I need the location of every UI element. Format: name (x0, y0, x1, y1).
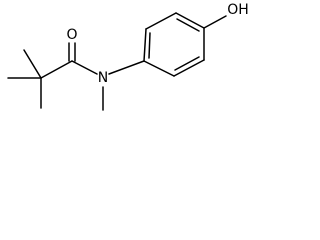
bond-nitrogen-to-ring (108, 60, 145, 75)
nitrogen-label: N (98, 70, 108, 86)
ring-bond-2 (145, 12, 177, 30)
ring-bond-3-inner (176, 18, 200, 32)
ring-bond-3 (175, 12, 205, 29)
hydroxyl-label: OH (227, 2, 249, 18)
bond-quaternary-carbon-to-carbonyl-carbon (40, 60, 73, 79)
chemical-structure-diagram: O N OH (7, 2, 249, 111)
ring-bond-5-inner (174, 56, 200, 71)
carbonyl-oxygen-label: O (66, 27, 77, 43)
ring-bond-6 (143, 60, 175, 77)
bond-carbonyl-carbon-to-nitrogen (71, 60, 98, 75)
ring-bond-5 (173, 59, 205, 77)
bond-quaternary-carbon-methyl-top (23, 49, 42, 79)
ring-bond-1-inner (148, 32, 151, 59)
bond-ring-to-hydroxyl (203, 15, 227, 29)
ring-bond-1 (143, 28, 147, 62)
